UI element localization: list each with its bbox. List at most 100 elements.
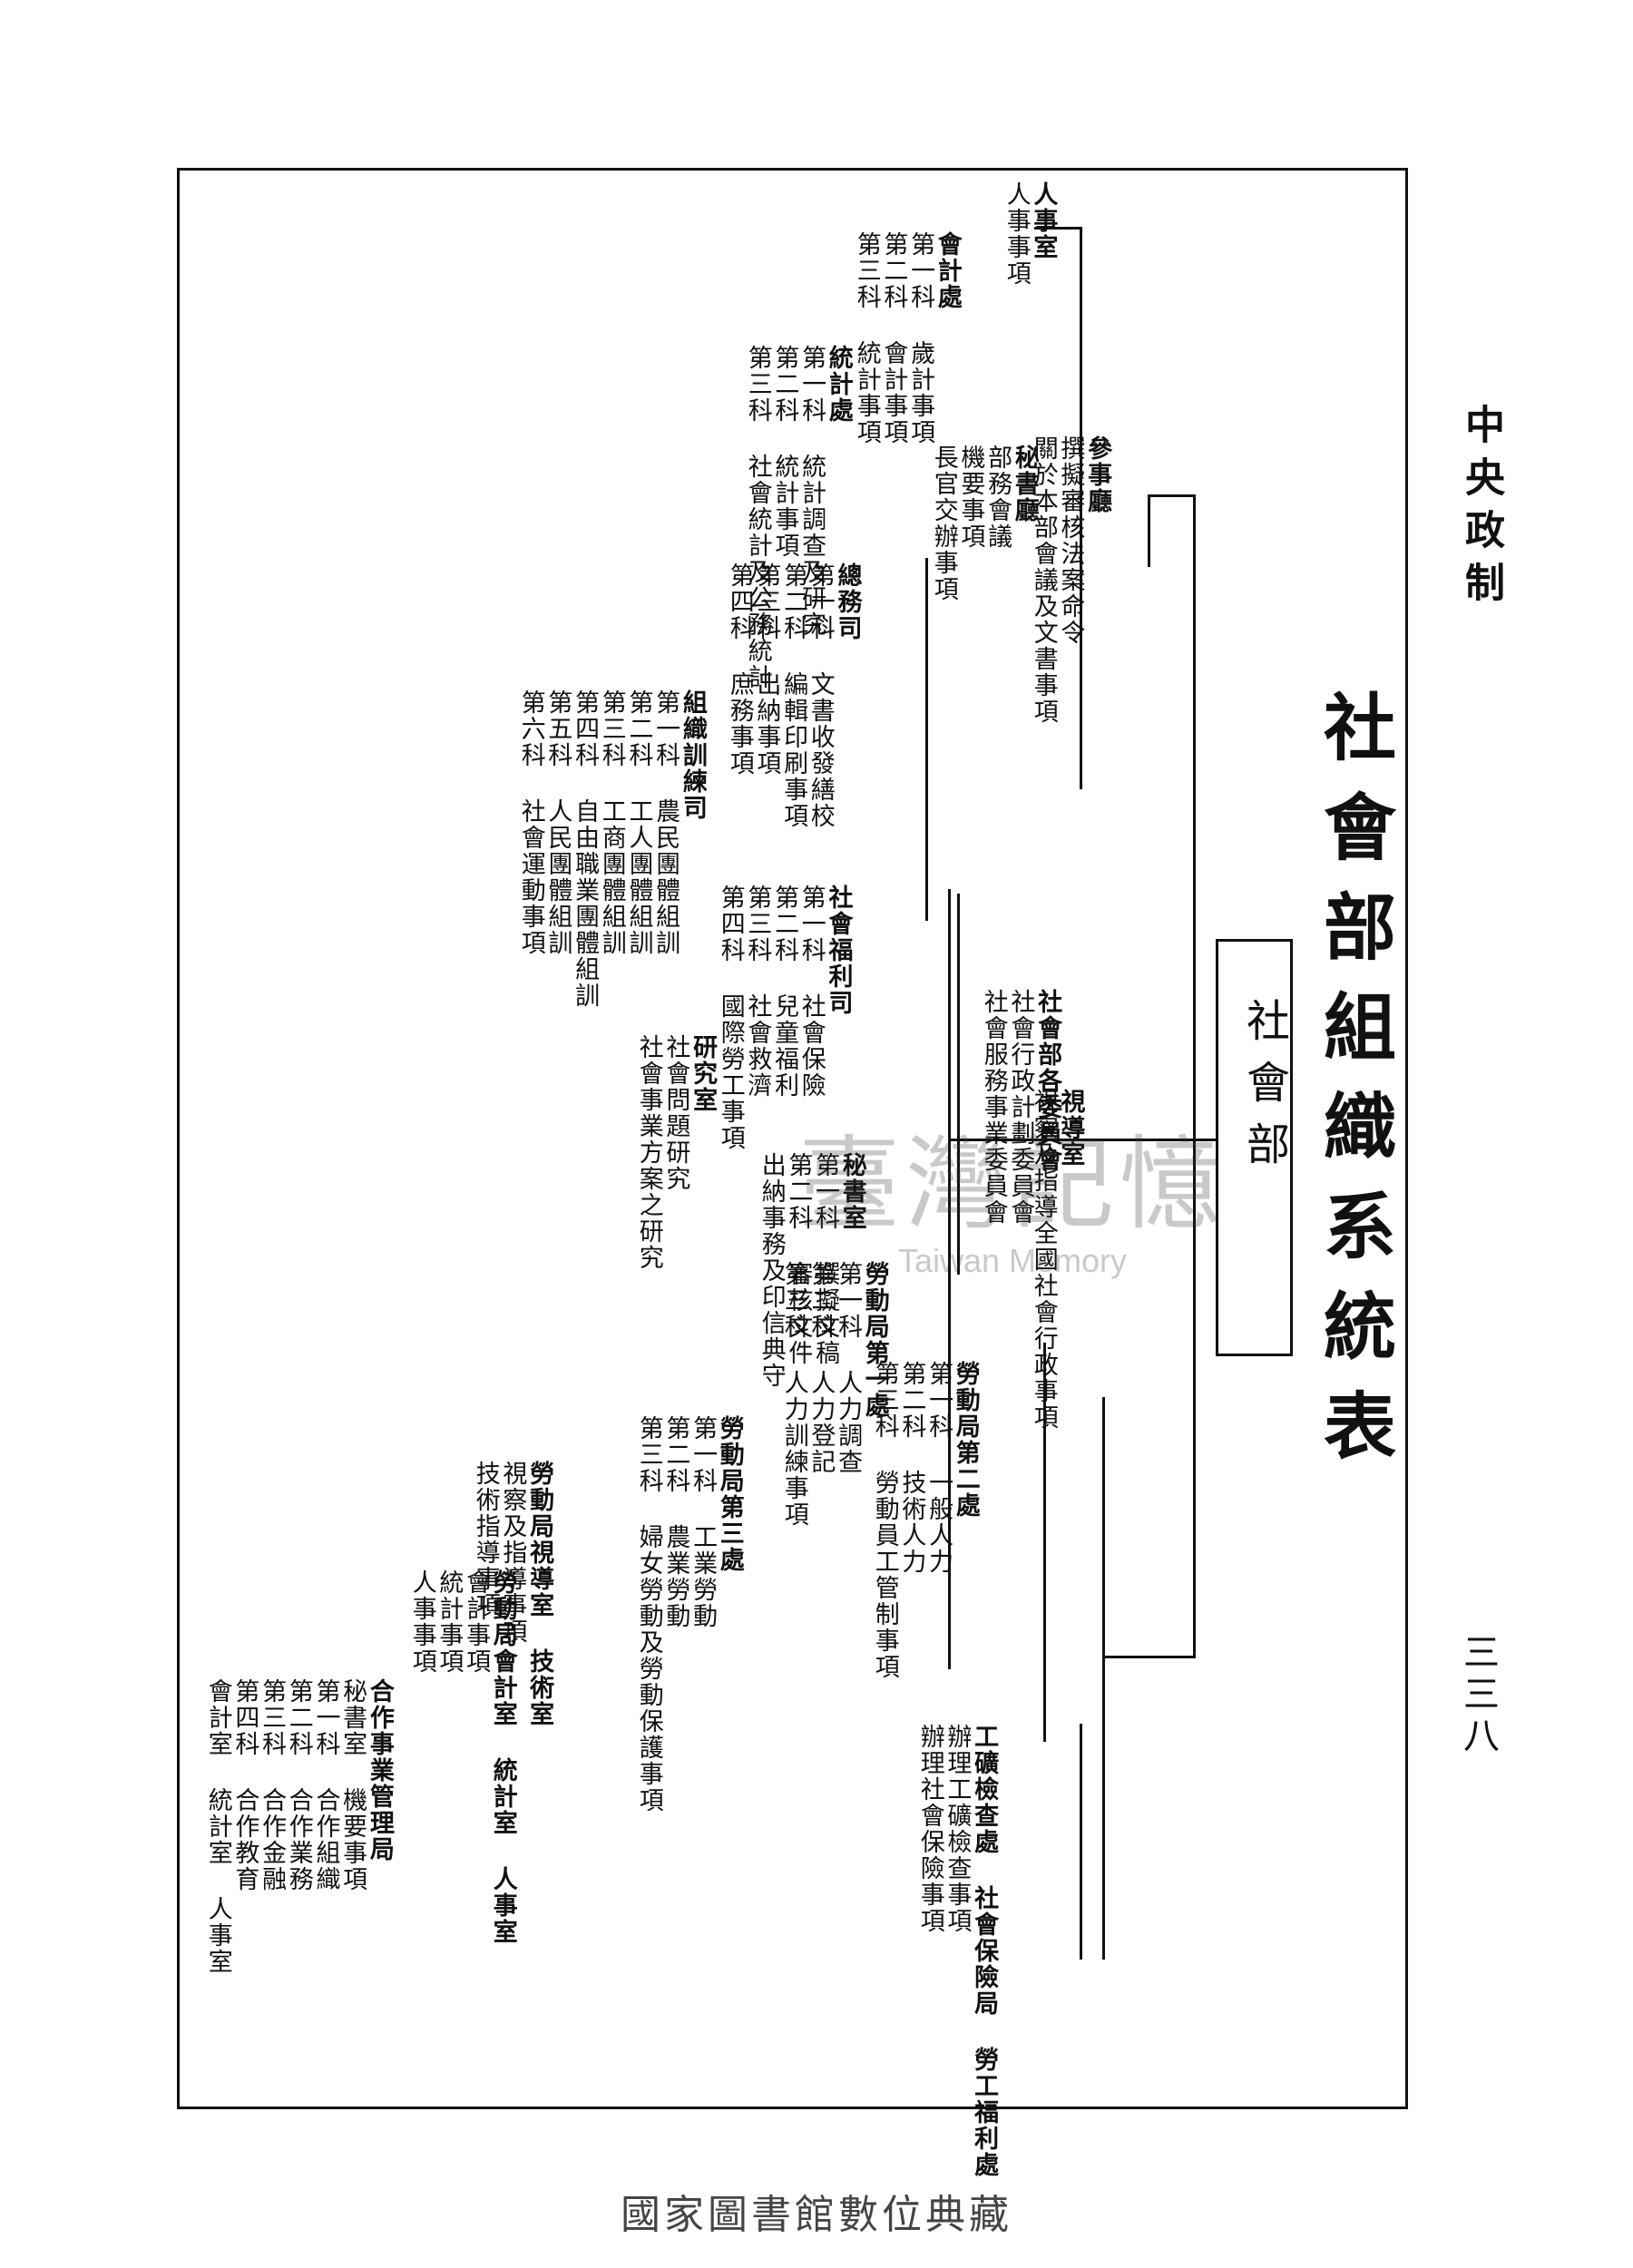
duty-item: 視察及指導事項 — [498, 1461, 527, 1645]
duty-item: 第四科 自由職業團體組訓 — [571, 689, 600, 1009]
duty-item: 第三科 婦女勞動及勞動保護事項 — [634, 1415, 663, 1813]
unit-name: 統計處 — [824, 345, 853, 424]
duty-item: 人事事項 — [1002, 181, 1031, 287]
duty-item: 第一科 一般人力 — [924, 1361, 953, 1575]
unit-name: 研究室 — [689, 1034, 718, 1113]
top-branch-bar — [1080, 227, 1082, 789]
duty-item: 部務會議 — [983, 445, 1012, 550]
unit-name: 秘書廳 — [1010, 445, 1039, 523]
duty-item: 第一科 合作組織 — [311, 1678, 340, 1892]
unit-name: 工礦檢查處 社會保險局 勞工福利處 — [970, 1724, 999, 2178]
duty-item: 第四科 合作教育 — [230, 1678, 259, 1892]
unit-labor-inspection-office: 勞動局視導室 技術室 視察及指導事項 技術指導事項 — [472, 1461, 554, 1742]
duty-item: 第五科 人民團體組訓 — [543, 689, 572, 956]
duty-item: 第二科 農業勞動 — [661, 1415, 690, 1629]
unit-name: 勞動局第三處 — [715, 1415, 744, 1573]
duty-item: 統計事項 — [435, 1569, 464, 1675]
footer-credit: 國家圖書館數位典藏 — [621, 2192, 1012, 2238]
ministry-stem — [1193, 1139, 1217, 1141]
unit-statistics-office: 統計處 第一科 統計調查及研究 第二科 統計事項 第三科 社會統計及公務統計 — [743, 345, 853, 690]
unit-counselor-office: 參事廳 撰擬審核法案命令 關於本部會議及文書事項 — [1029, 435, 1112, 725]
duty-item: 第一科 統計調查及研究 — [797, 345, 826, 638]
unit-accounting-office: 會計處 第一科 歲計事項 第二科 會計事項 第三科 統計事項 — [852, 231, 962, 445]
unit-name: 視導室 — [1056, 1089, 1085, 1168]
duty-item: 第三科 勞動員工管制事項 — [870, 1361, 899, 1680]
duty-item: 第一科 人力調查 — [834, 1261, 863, 1475]
unit-name: 合作事業管理局 — [365, 1678, 394, 1862]
unit-special-agencies: 工礦檢查處 社會保險局 勞工福利處 辦理工礦檢查事項 辦理社會保險事項 — [915, 1724, 999, 2193]
duty-item: 撰擬審核法案命令 — [1056, 435, 1085, 646]
upper-group-rule — [1148, 494, 1150, 567]
duty-item: 第三科 統計事項 — [852, 231, 881, 445]
duty-item: 第三科 工商團體組訓 — [597, 689, 626, 956]
duty-item: 社會問題研究 — [661, 1034, 690, 1192]
upper-group-link — [1148, 494, 1195, 497]
duty-item: 秘書室 機要事項 — [338, 1678, 367, 1892]
unit-name: 人事室 — [1029, 181, 1058, 260]
duty-item: 辦理社會保險事項 — [915, 1724, 944, 1934]
duty-item: 社會行政計劃委員會 — [1006, 989, 1035, 1226]
unit-labor-support-offices: 勞動局會計室 統計室 人事室 會計事項 統計事項 人事事項 — [407, 1569, 517, 1960]
duty-item: 社會服務事業委員會 — [979, 989, 1008, 1226]
page-number: 三三八 — [1457, 1633, 1499, 1758]
duty-item: 第三科 社會統計及公務統計 — [743, 345, 772, 690]
ministry-label: 社會部 — [1238, 998, 1289, 1183]
unit-personnel-office: 人事室 人事事項 — [1002, 181, 1058, 287]
unit-general-affairs-dept: 總務司 第一科 文書收發繕校 第二科 編輯印刷事項 第三科 出納事項 第四科 庶… — [725, 562, 862, 829]
lower-group-rule — [1102, 1397, 1105, 1960]
duty-item: 第三科 合作金融 — [258, 1678, 287, 1892]
ministry-box — [1216, 939, 1293, 1356]
unit-research-office: 研究室 社會問題研究 社會事業方案之研究 — [634, 1034, 718, 1271]
duty-item: 第三科 人力訓練事項 — [779, 1261, 808, 1528]
duty-item: 第二科 兒童福利 — [770, 885, 799, 1099]
duty-item: 第四科 國際勞工事項 — [716, 885, 745, 1151]
unit-labor-bureau-first-division: 勞動局第一處 第一科 人力調查 第二科 人力登記 第三科 人力訓練事項 — [779, 1261, 889, 1528]
duty-item: 社會事業方案之研究 — [634, 1034, 663, 1271]
unit-cooperative-bureau: 合作事業管理局 秘書室 機要事項 第一科 合作組織 第二科 合作業務 第三科 合… — [203, 1678, 394, 1975]
duty-item: 第二科 合作業務 — [284, 1678, 313, 1892]
unit-social-welfare-dept: 社會福利司 第一科 社會保險 第二科 兒童福利 第三科 社會救濟 第四科 國際勞… — [716, 885, 853, 1151]
unit-secretary-office: 秘書室 第一科 撰擬文稿 第二科 審核文件 出納事務及印信典守 — [757, 1152, 866, 1389]
duty-item: 第四科 庶務事項 — [725, 562, 754, 777]
duty-item: 辦理工礦檢查事項 — [943, 1724, 972, 1934]
running-head: 中央政制 — [1458, 404, 1504, 614]
unit-labor-bureau-third-division: 勞動局第三處 第一科 工業勞動 第二科 農業勞動 第三科 婦女勞動及勞動保護事項 — [634, 1415, 744, 1813]
unit-name: 勞動局會計室 統計室 人事室 — [488, 1569, 517, 1945]
unit-committees: 社會部各委員會 社會行政計劃委員會 社會服務事業委員會 — [980, 989, 1061, 1226]
ministry-spine — [1193, 494, 1196, 1656]
unit-name: 社會福利司 — [824, 885, 853, 1016]
duty-item: 第二科 會計事項 — [879, 231, 908, 445]
duty-item: 第一科 文書收發繕校 — [806, 562, 835, 829]
labor-bar — [1043, 1343, 1046, 1742]
duty-item: 第三科 出納事項 — [752, 562, 781, 777]
duty-item: 第一科 工業勞動 — [689, 1415, 718, 1629]
unit-name: 社會部各委員會 — [1033, 989, 1062, 1173]
middle-group-link — [948, 1139, 1195, 1141]
duty-item: 會計事項 — [462, 1569, 491, 1675]
duty-item: 第二科 編輯印刷事項 — [779, 562, 808, 829]
duty-item: 第一科 撰擬文稿 — [811, 1152, 840, 1366]
unit-name: 勞動局第二處 — [951, 1361, 980, 1519]
duty-item: 出納事務及印信典守 — [757, 1152, 786, 1389]
duty-item: 第一科 農民團體組訓 — [651, 689, 680, 956]
duty-item: 人事事項 — [407, 1569, 436, 1675]
unit-name: 會計處 — [933, 231, 962, 310]
unit-name: 勞動局視導室 技術室 — [525, 1461, 554, 1727]
top-branch-cap — [1034, 227, 1081, 230]
duty-item: 第三科 社會救濟 — [743, 885, 772, 1099]
committee-bar — [957, 894, 960, 1275]
unit-name: 勞動局第一處 — [860, 1261, 889, 1419]
chart-title: 社會部組織系統表 — [1312, 689, 1397, 1488]
duty-item: 長官交辦事項 — [929, 445, 958, 602]
duty-item: 第二科 技術人力 — [897, 1361, 926, 1575]
duty-item: 會計室 統計室 人事室 — [203, 1678, 232, 1975]
middle-group-rule — [948, 889, 951, 1669]
lower-group-link — [1102, 1656, 1196, 1658]
duty-item: 關於本部會議及文書事項 — [1029, 435, 1058, 725]
watermark-text: 臺灣記憶 — [798, 1126, 1227, 1244]
unit-name: 秘書室 — [837, 1152, 866, 1231]
watermark-subtext: Taiwan Memory — [897, 1242, 1128, 1279]
unit-labor-bureau-second-division: 勞動局第二處 第一科 一般人力 第二科 技術人力 第三科 勞動員工管制事項 — [870, 1361, 980, 1680]
duty-item: 第二科 審核文件 — [784, 1152, 813, 1366]
unit-name: 參事廳 — [1083, 435, 1112, 514]
